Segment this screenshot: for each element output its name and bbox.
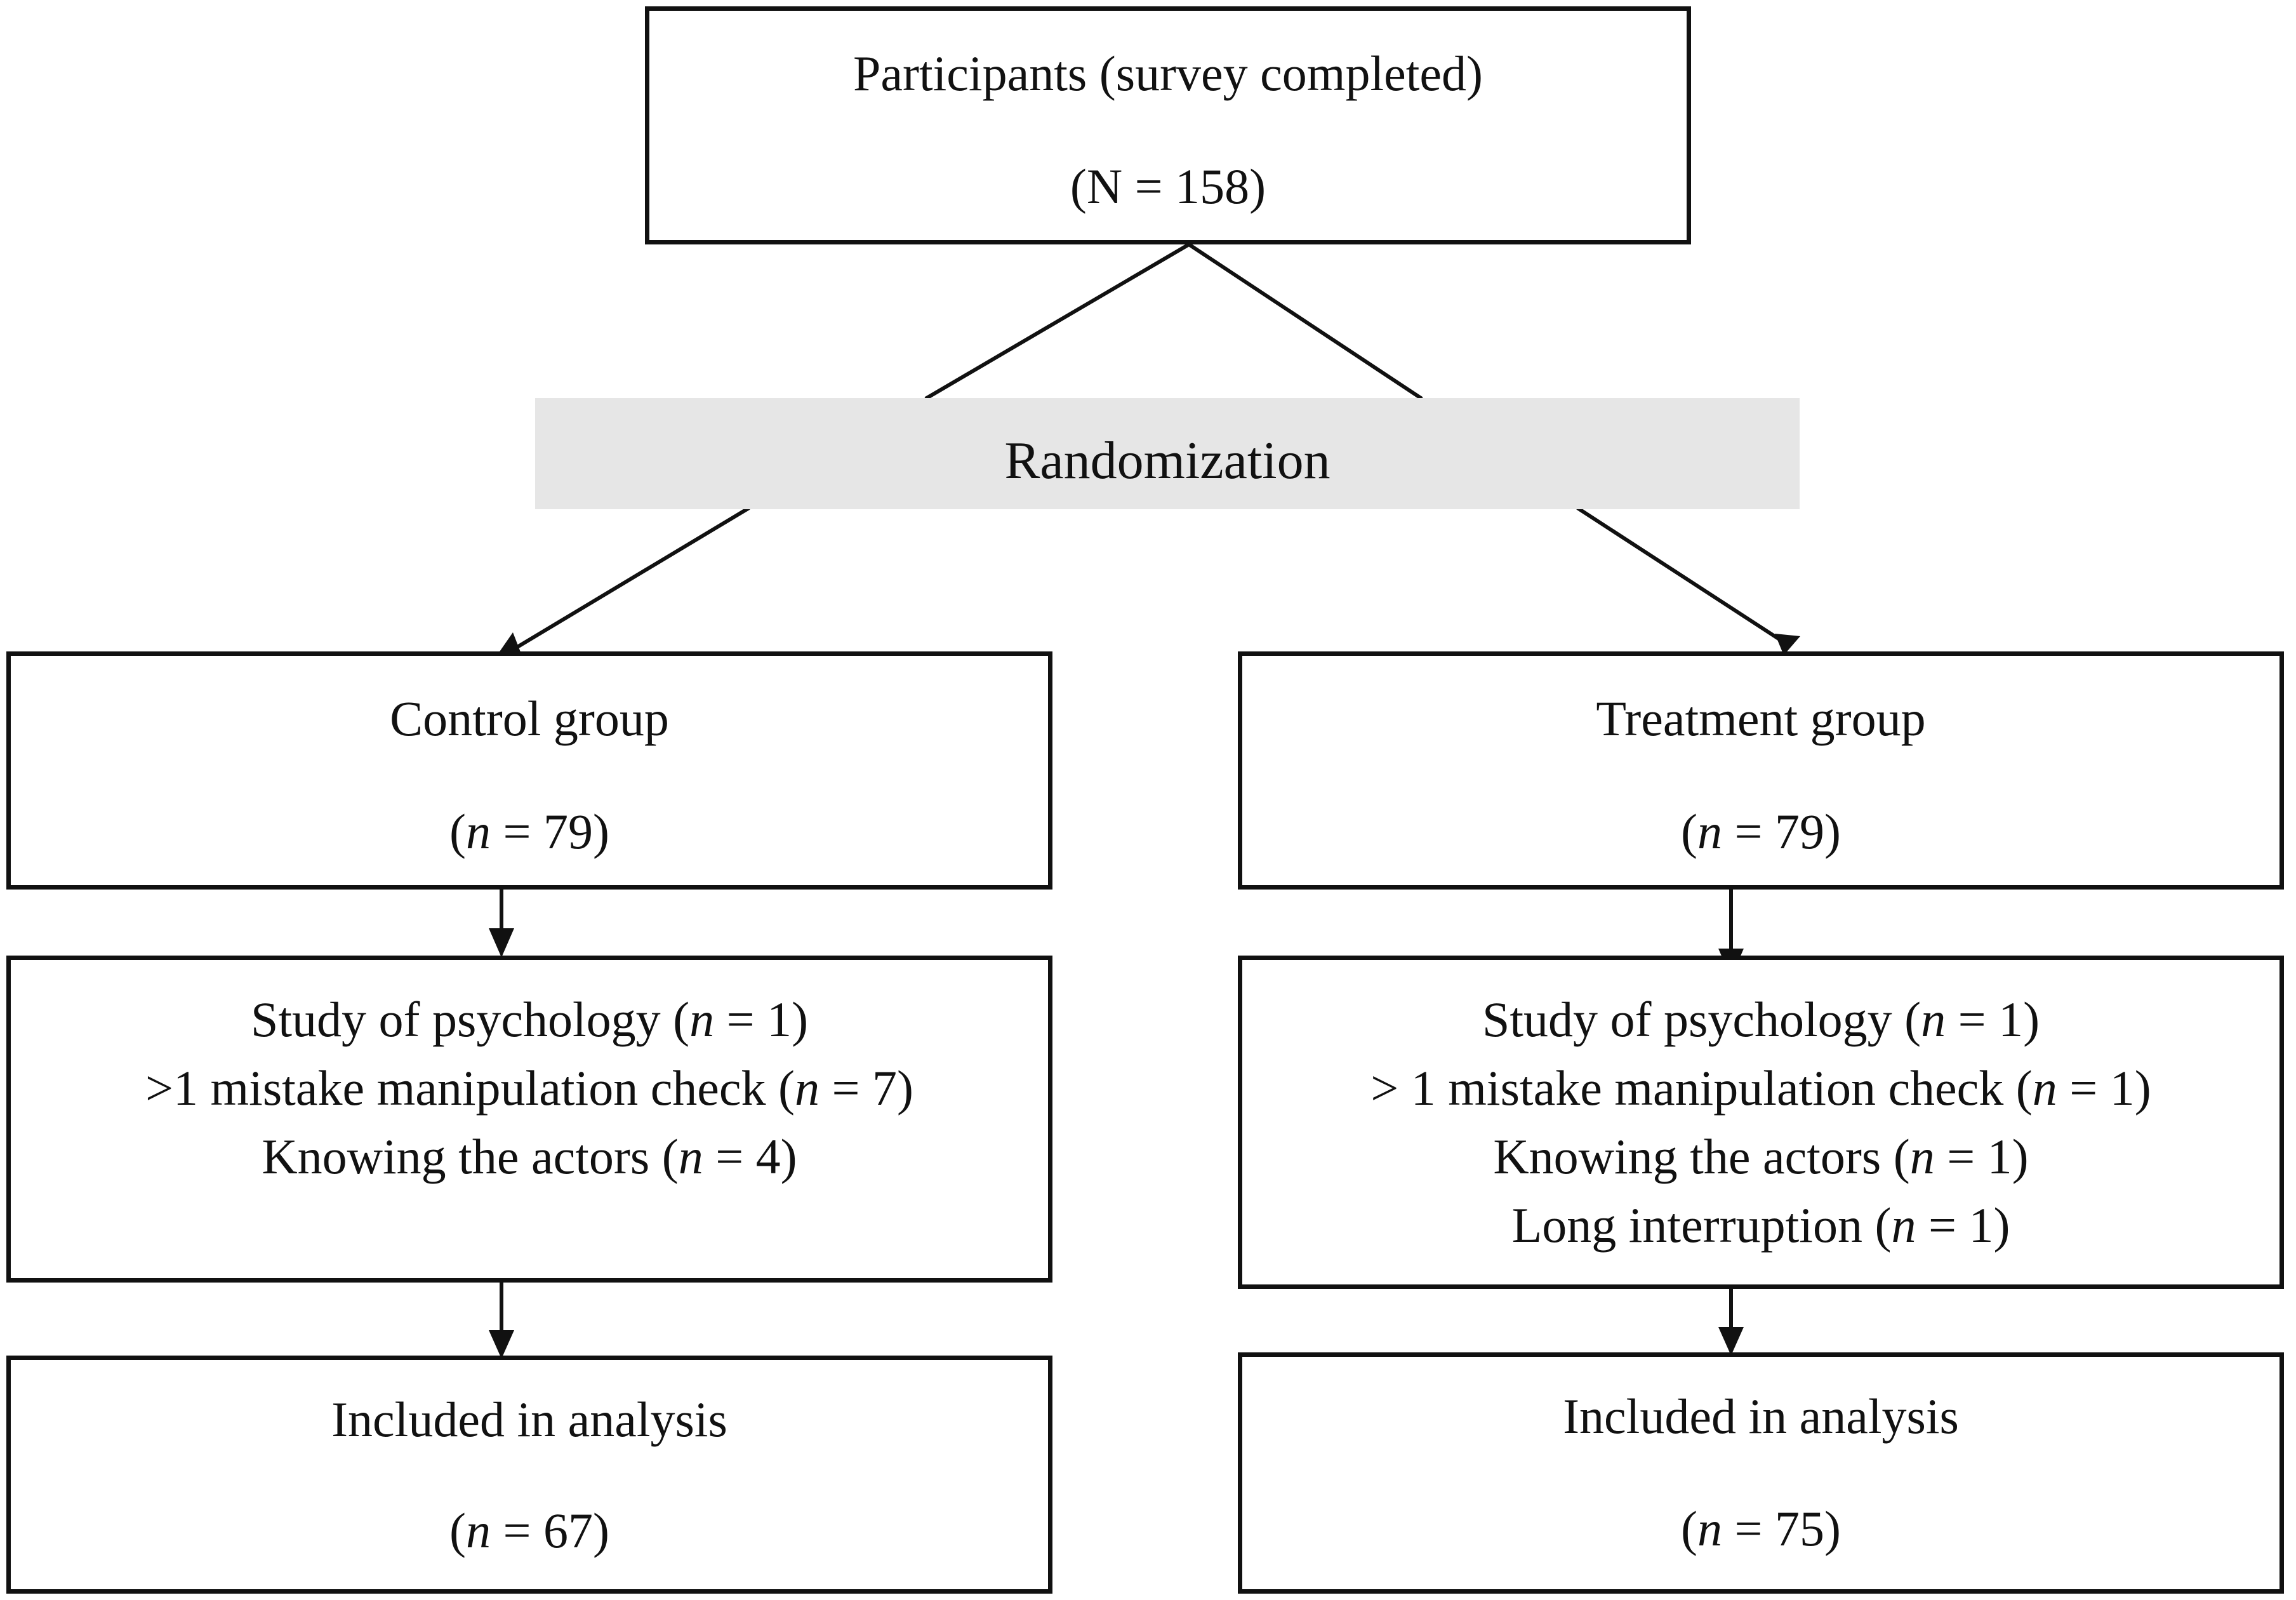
treatment-exclusion-knowing-actors: Knowing the actors (n = 1) xyxy=(1493,1129,2029,1184)
randomization-band: Randomization xyxy=(535,398,1800,509)
participants-title: Participants (survey completed) xyxy=(853,46,1483,101)
connector-top-right xyxy=(1188,243,1423,401)
control-group-title: Control group xyxy=(390,691,669,746)
control-exclusions-box: Study of psychology (n = 1) >1 mistake m… xyxy=(6,956,1052,1283)
treatment-group-box: Treatment group (n = 79) xyxy=(1238,651,2284,890)
arrowhead-control-group xyxy=(497,632,522,655)
control-included-title: Included in analysis xyxy=(331,1392,727,1447)
arrowhead-treatment-group xyxy=(1775,634,1800,655)
treatment-included-title: Included in analysis xyxy=(1563,1389,1959,1444)
control-group-box: Control group (n = 79) xyxy=(6,651,1052,890)
control-group-count: (n = 79) xyxy=(449,804,609,859)
arrowhead-control-exclusions xyxy=(489,928,514,957)
arrowhead-treatment-included xyxy=(1718,1327,1744,1356)
randomization-label: Randomization xyxy=(1004,431,1330,490)
control-included-count: (n = 67) xyxy=(449,1503,609,1558)
control-exclusion-list: Study of psychology (n = 1) >1 mistake m… xyxy=(11,985,1048,1191)
treatment-included-box: Included in analysis (n = 75) xyxy=(1238,1352,2284,1594)
treatment-exclusions-box: Study of psychology (n = 1) > 1 mistake … xyxy=(1238,956,2284,1289)
participants-count: (N = 158) xyxy=(1070,159,1266,214)
treatment-group-title: Treatment group xyxy=(1596,691,1926,746)
control-exclusion-knowing-actors: Knowing the actors (n = 4) xyxy=(262,1129,797,1184)
treatment-exclusion-manipulation-check: > 1 mistake manipulation check (n = 1) xyxy=(1370,1060,2151,1116)
treatment-exclusion-long-interruption: Long interruption (n = 1) xyxy=(1511,1197,2010,1253)
treatment-exclusion-list: Study of psychology (n = 1) > 1 mistake … xyxy=(1242,985,2279,1260)
connector-randomization-right xyxy=(1576,506,1784,643)
treatment-included-count: (n = 75) xyxy=(1681,1501,1841,1556)
treatment-group-count: (n = 79) xyxy=(1681,804,1841,859)
treatment-exclusion-psychology: Study of psychology (n = 1) xyxy=(1482,992,2040,1047)
control-exclusion-manipulation-check: >1 mistake manipulation check (n = 7) xyxy=(145,1060,913,1116)
participants-box: Participants (survey completed) (N = 158… xyxy=(645,6,1691,244)
connector-top-left xyxy=(924,243,1190,401)
arrowhead-control-included xyxy=(489,1330,514,1359)
control-included-box: Included in analysis (n = 67) xyxy=(6,1356,1052,1594)
connector-randomization-left xyxy=(513,506,750,651)
control-exclusion-psychology: Study of psychology (n = 1) xyxy=(250,992,809,1047)
